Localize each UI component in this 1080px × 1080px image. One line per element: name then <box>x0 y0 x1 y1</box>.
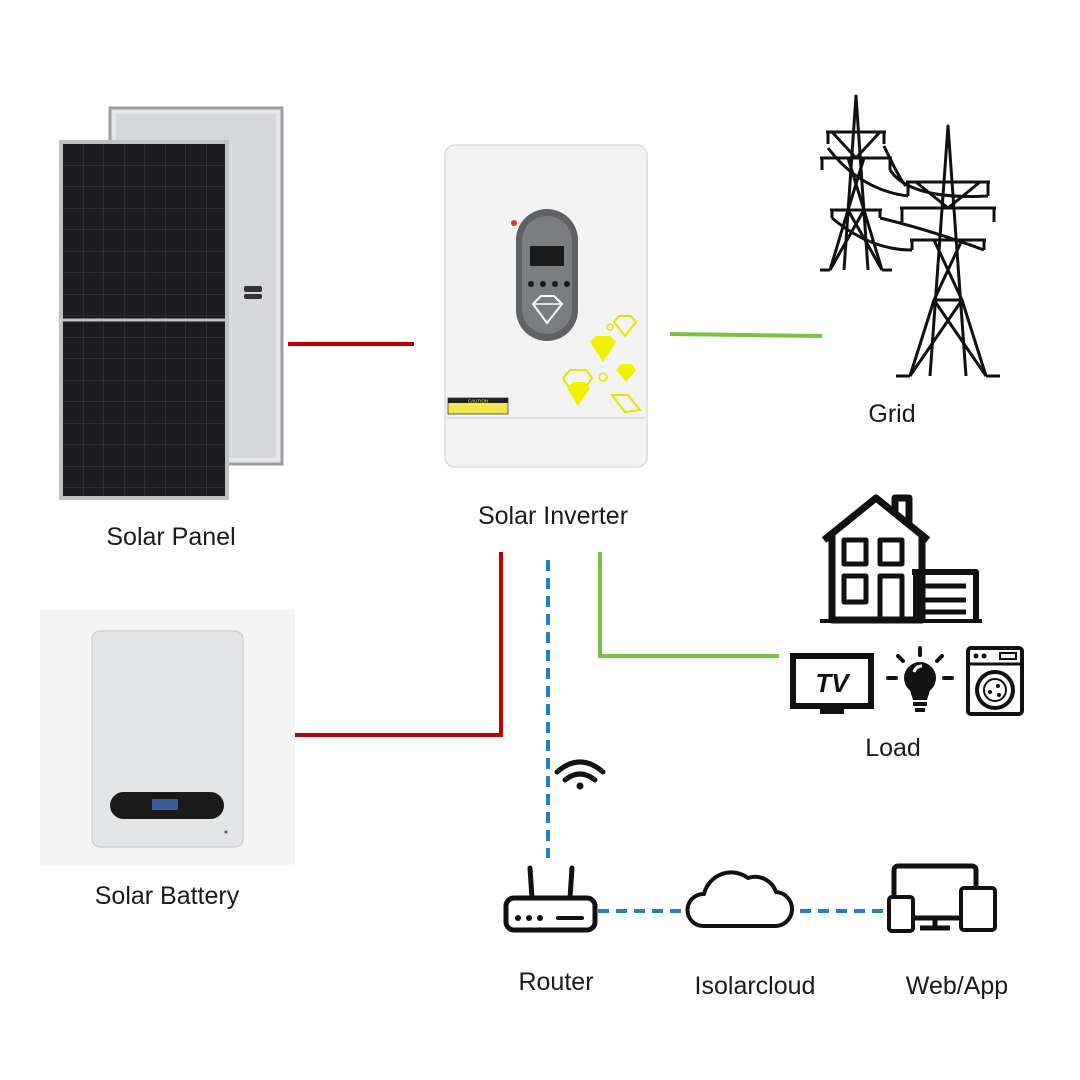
inverter-icon: CAUTION <box>444 144 648 468</box>
inverter-to-load-line <box>598 552 779 658</box>
battery-icon <box>40 610 295 865</box>
solar-panel-icon <box>59 106 284 500</box>
router-label: Router <box>518 968 594 996</box>
tv-text: TV <box>815 668 851 698</box>
inverter-to-grid-line <box>669 332 823 338</box>
tv-icon: TV <box>790 653 874 714</box>
solar-panel-label: Solar Panel <box>106 523 236 551</box>
inverter-to-battery-line <box>267 552 503 737</box>
web-app-label: Web/App <box>905 972 1009 1000</box>
caution-text: CAUTION <box>468 399 488 404</box>
cloud-label: Isolarcloud <box>694 972 816 1000</box>
router-icon <box>503 865 598 933</box>
washing-machine-icon <box>966 646 1024 716</box>
devices-icon <box>887 863 997 933</box>
cloud-icon <box>685 870 794 929</box>
wifi-icon <box>554 759 606 790</box>
light-bulb-icon <box>886 646 954 712</box>
solar-battery-label: Solar Battery <box>94 882 240 910</box>
connection-lines <box>267 332 888 913</box>
grid-label: Grid <box>868 400 916 428</box>
grid-tower-icon <box>820 94 1000 378</box>
solar-inverter-label: Solar Inverter <box>477 502 629 530</box>
load-label: Load <box>865 734 921 762</box>
house-icon <box>820 494 982 624</box>
